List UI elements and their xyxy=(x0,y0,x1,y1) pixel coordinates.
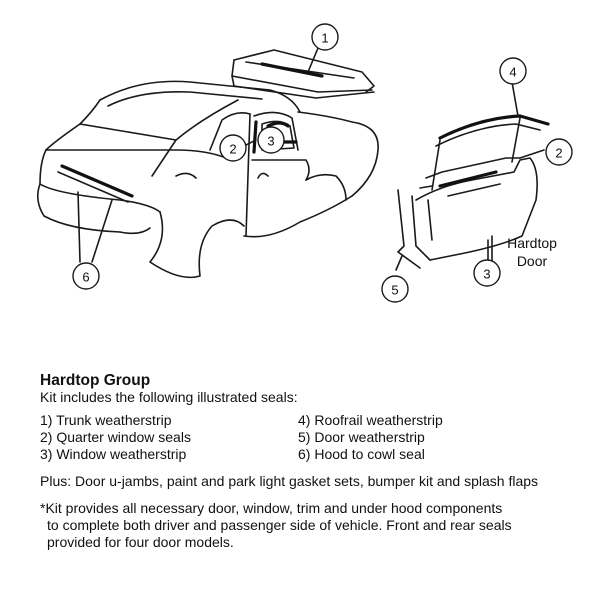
svg-text:5: 5 xyxy=(391,283,398,298)
trunk-lid xyxy=(231,49,375,99)
callout-1: 1 xyxy=(311,23,339,51)
list-item: 2) Quarter window seals xyxy=(40,429,191,445)
list-item: 3) Window weatherstrip xyxy=(40,446,187,462)
svg-text:2: 2 xyxy=(555,146,562,161)
list-item: 1) Trunk weatherstrip xyxy=(40,412,172,428)
svg-text:3: 3 xyxy=(267,134,274,149)
door-label-line-1: Hardtop xyxy=(507,235,557,251)
door-label-line-2: Door xyxy=(517,253,548,269)
svg-text:4: 4 xyxy=(509,65,516,80)
callout-3-car: 3 xyxy=(257,126,285,154)
plus-note: Plus: Door u-jambs, paint and park light… xyxy=(40,473,539,489)
footnote-line: *Kit provides all necessary door, window… xyxy=(40,500,503,516)
callout-2-door: 2 xyxy=(545,138,573,166)
kit-description: Hardtop Group Kit includes the following… xyxy=(40,372,580,551)
callout-5: 5 xyxy=(381,275,409,303)
leader-lines xyxy=(77,47,545,271)
callout-4: 4 xyxy=(499,57,527,85)
seal-diagram: 1 2 3 4 2 6 5 3 Hardtop Door xyxy=(36,23,573,303)
callout-2-car: 2 xyxy=(219,134,247,162)
footnote: *Kit provides all necessary door, window… xyxy=(40,500,580,551)
footnote-line: to complete both driver and passenger si… xyxy=(47,517,512,533)
svg-text:3: 3 xyxy=(483,267,490,282)
car-illustration xyxy=(36,80,379,279)
list-item: 5) Door weatherstrip xyxy=(298,429,425,445)
svg-text:1: 1 xyxy=(321,31,328,46)
callout-3-door: 3 xyxy=(473,259,501,287)
kit-intro: Kit includes the following illustrated s… xyxy=(40,389,298,405)
kit-title: Hardtop Group xyxy=(40,372,151,389)
callout-6: 6 xyxy=(72,262,100,290)
list-item: 4) Roofrail weatherstrip xyxy=(298,412,443,428)
seal-list: 1) Trunk weatherstrip 4) Roofrail weathe… xyxy=(40,412,580,463)
list-item: 6) Hood to cowl seal xyxy=(298,446,425,462)
svg-text:2: 2 xyxy=(229,142,236,157)
svg-text:6: 6 xyxy=(82,270,89,285)
footnote-line: provided for four door models. xyxy=(47,534,234,550)
